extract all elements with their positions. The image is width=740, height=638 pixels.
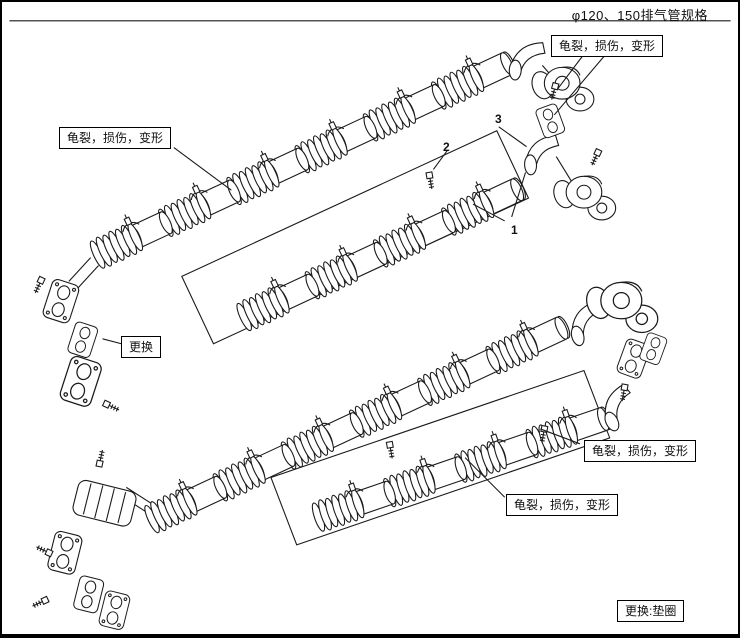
subassembly-outline-lower: [270, 369, 611, 546]
elbow-pipe-upper-2: [521, 132, 573, 183]
turbocharger-upper-icon: [528, 66, 595, 112]
exhaust-pipe-chain-upper-outer: [84, 39, 520, 271]
exhaust-pipe-chain-lower-outer: [138, 303, 574, 535]
part-number-1: 1: [511, 223, 518, 237]
elbow-pipe-lower-2: [594, 331, 669, 435]
part-number-3: 3: [495, 112, 502, 126]
page-title: φ120、150排气管规格: [571, 8, 708, 23]
turbocharger-middle-icon: [549, 175, 617, 221]
leader-lines: [102, 55, 606, 498]
callout-damage-upper-left: 龟裂，损伤，变形: [59, 127, 172, 149]
manifold-flange-cluster-upper-left: [32, 257, 121, 414]
callout-damage-bottom: 龟裂，损伤，变形: [506, 494, 619, 516]
exhaust-pipe-chain-upper-inner: [230, 165, 530, 333]
turbocharger-lower-icon: [582, 281, 659, 334]
callout-replace-gasket: 更换:垫圈: [617, 600, 685, 622]
callout-damage-mid-right: 龟裂，损伤，变形: [584, 440, 697, 462]
callout-replace: 更换: [121, 336, 162, 358]
subassembly-outline-upper: [181, 130, 530, 345]
turbo-mount-gasket: [534, 102, 567, 140]
part-number-2: 2: [443, 140, 450, 154]
callout-damage-top-right: 龟裂，损伤，变形: [551, 35, 664, 57]
manifold-flange-cluster-lower-left: [30, 448, 155, 632]
